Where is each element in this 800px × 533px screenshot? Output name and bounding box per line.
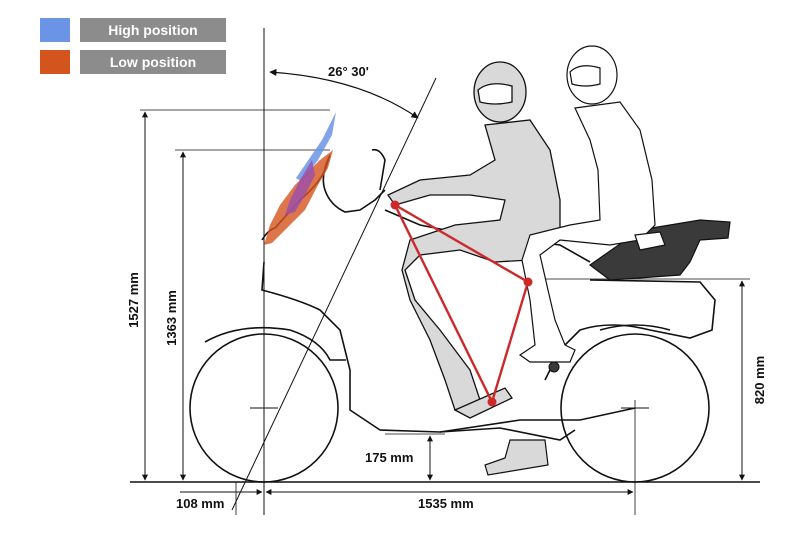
windscreen-high <box>296 112 336 182</box>
height-low-label: 1363 mm <box>164 290 179 346</box>
high-position-swatch <box>40 18 70 42</box>
clearance-label: 175 mm <box>365 450 413 465</box>
rake-angle-arc <box>269 68 419 119</box>
rider-boot <box>484 439 549 476</box>
height-high-label: 1527 mm <box>126 272 141 328</box>
seat-point <box>523 277 533 287</box>
wheelbase-label: 1535 mm <box>418 496 474 511</box>
low-position-label: Low position <box>80 50 226 74</box>
rake-angle-label: 26° 30' <box>328 64 369 79</box>
high-position-label: High position <box>80 18 226 42</box>
passenger-silhouette <box>518 45 666 363</box>
low-position-swatch <box>40 50 70 74</box>
rear-seat-cowl <box>588 219 731 281</box>
front-wheel <box>189 333 339 483</box>
ergonomic-triangle <box>392 201 530 406</box>
trail-label: 108 mm <box>176 496 224 511</box>
rear-wheel <box>560 333 710 483</box>
seat-height-label: 820 mm <box>752 356 767 404</box>
handlebar-point <box>390 200 400 210</box>
footpeg-point <box>487 397 497 407</box>
steering-axis-line <box>231 77 437 511</box>
rider-silhouette <box>387 61 561 419</box>
windscreen-overlap <box>285 160 315 215</box>
